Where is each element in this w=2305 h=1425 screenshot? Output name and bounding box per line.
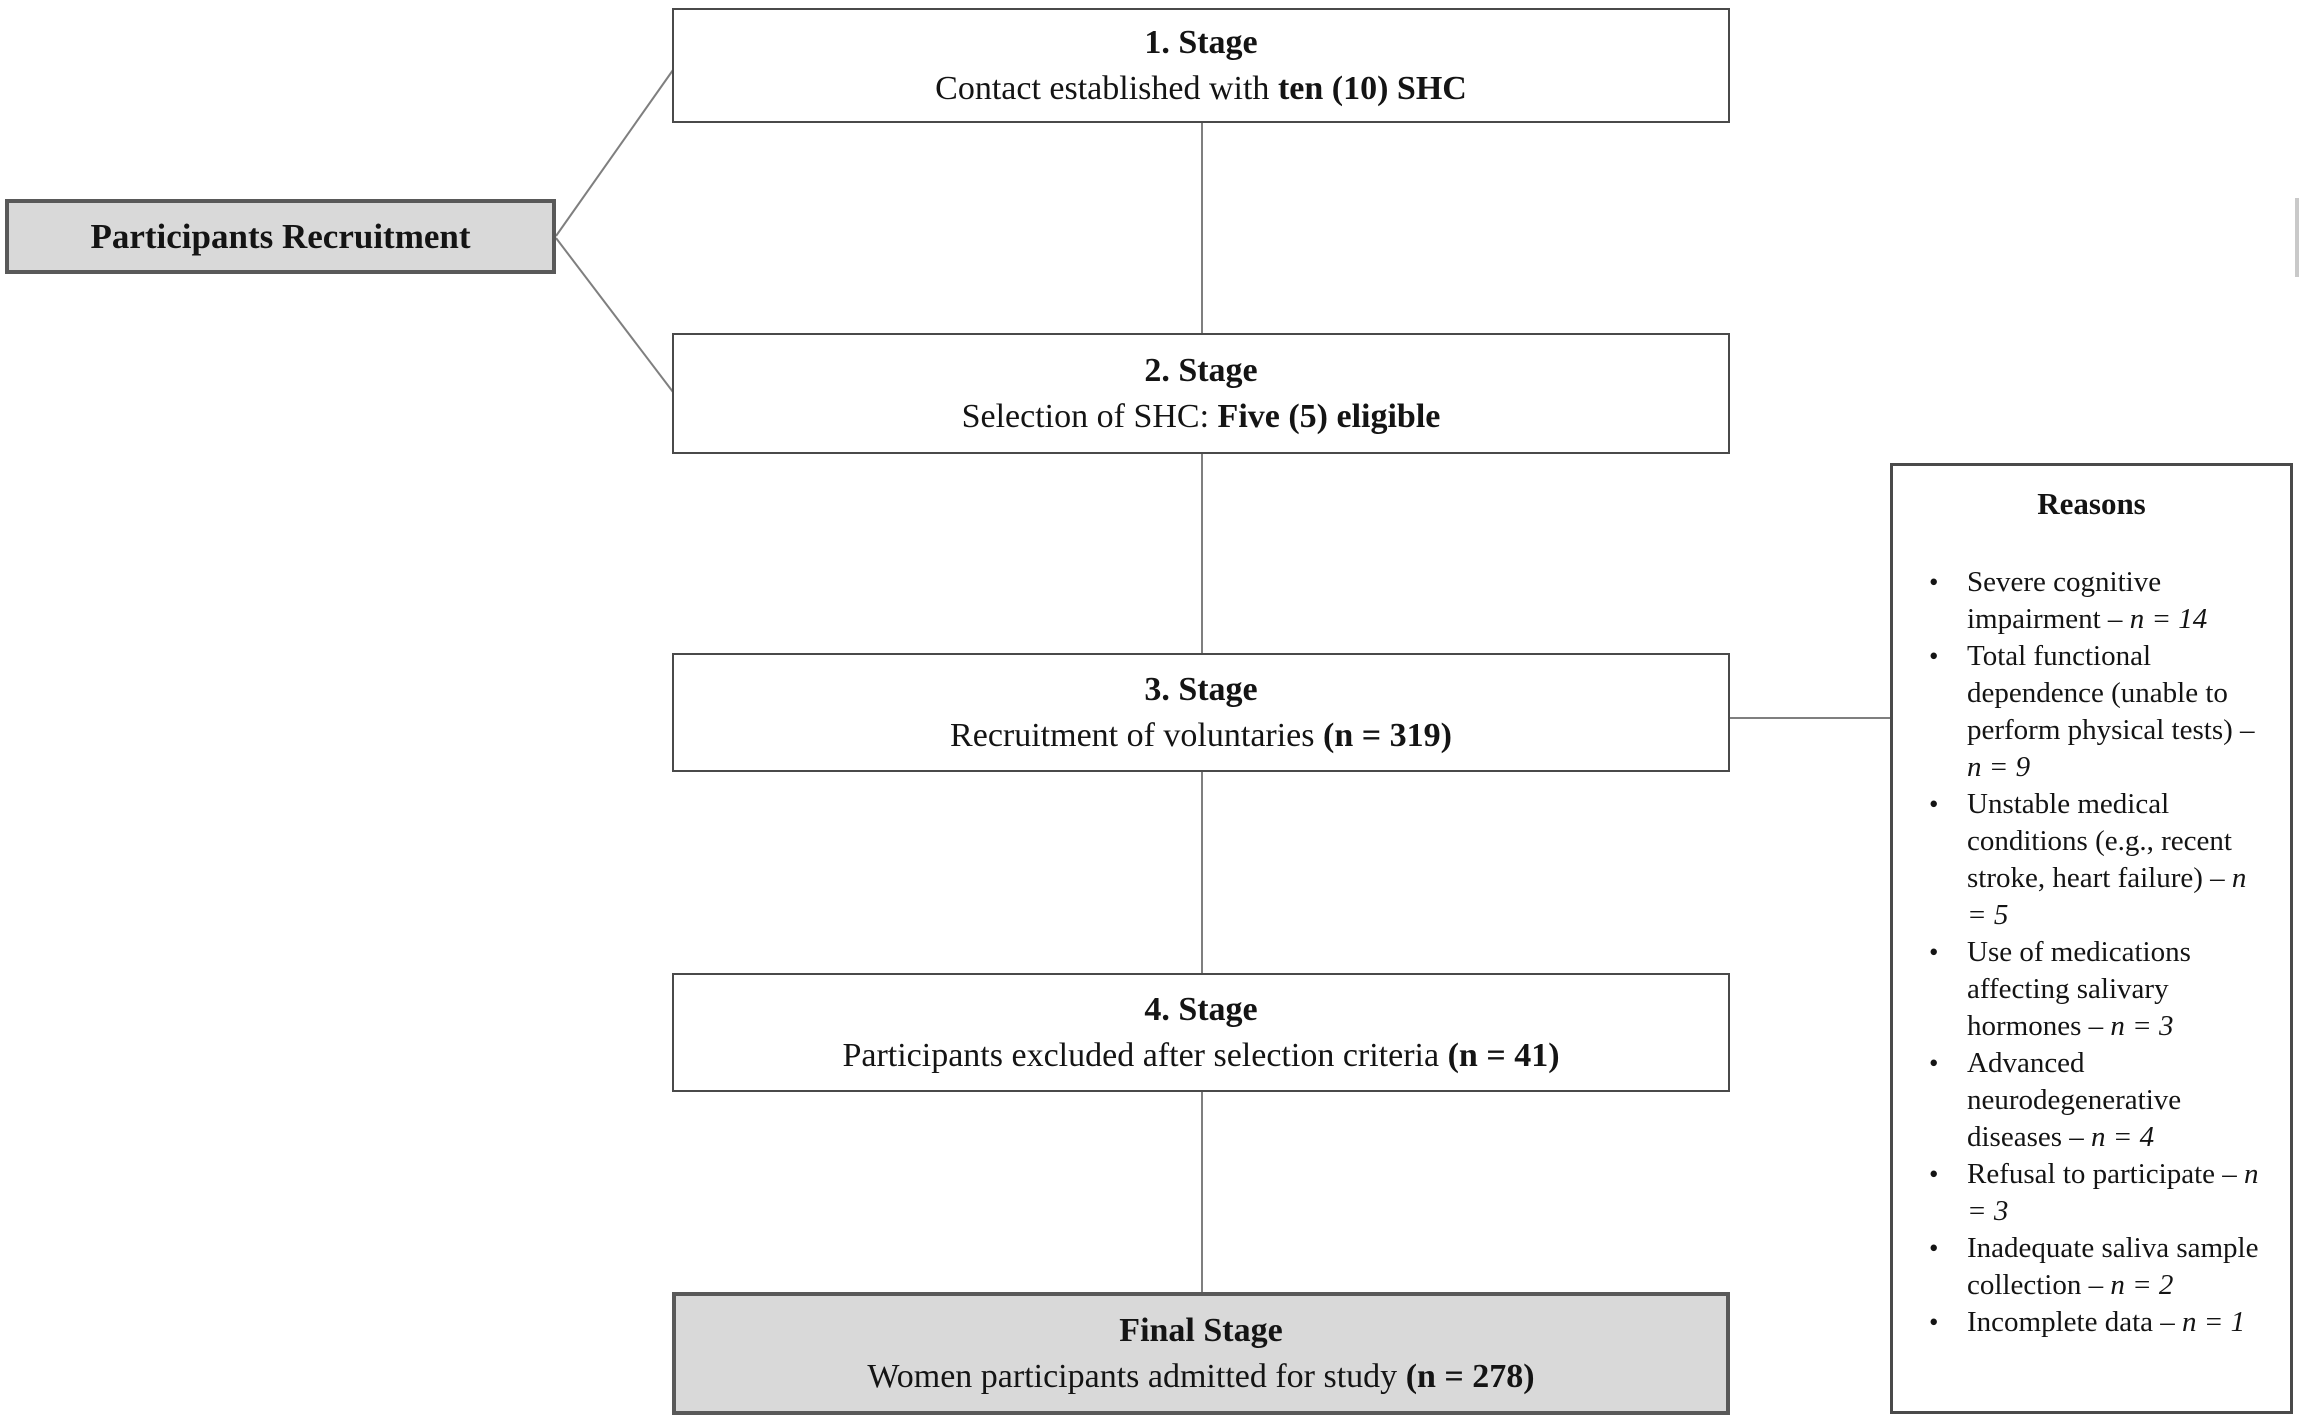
stage-4-body-text: Participants excluded after selection cr… bbox=[842, 1036, 1448, 1074]
participants-recruitment-box: Participants Recruitment bbox=[5, 199, 556, 274]
participants-recruitment-label: Participants Recruitment bbox=[90, 216, 471, 256]
reason-text: Use of medications affecting salivary ho… bbox=[1967, 936, 2191, 1042]
connector-stage1-stage2 bbox=[1201, 122, 1203, 334]
reason-item: Refusal to participate – n = 3 bbox=[1929, 1156, 2266, 1230]
connector-stage4-final bbox=[1201, 1091, 1203, 1293]
reason-text: Unstable medical conditions (e.g., recen… bbox=[1967, 788, 2232, 894]
stage-3-box: 3. Stage Recruitment of voluntaries (n =… bbox=[672, 653, 1730, 772]
stage-4-body: Participants excluded after selection cr… bbox=[842, 1033, 1559, 1079]
reason-item: Incomplete data – n = 1 bbox=[1929, 1304, 2266, 1341]
reason-count: n = 2 bbox=[2110, 1269, 2174, 1301]
stage-1-body: Contact established with ten (10) SHC bbox=[935, 66, 1467, 112]
final-stage-heading: Final Stage bbox=[1119, 1311, 1283, 1349]
connector-stage3-stage4 bbox=[1201, 771, 1203, 974]
stage-1-body-text: Contact established with bbox=[935, 69, 1278, 107]
final-stage-body-text: Women participants admitted for study bbox=[867, 1357, 1406, 1395]
reason-count: n = 3 bbox=[2110, 1010, 2174, 1042]
reason-item: Unstable medical conditions (e.g., recen… bbox=[1929, 786, 2266, 934]
reason-count: n = 9 bbox=[1967, 751, 2031, 783]
final-stage-body: Women participants admitted for study (n… bbox=[867, 1354, 1534, 1400]
stage-1-heading: 1. Stage bbox=[1144, 23, 1258, 61]
stage-4-box: 4. Stage Participants excluded after sel… bbox=[672, 973, 1730, 1092]
reason-text: Incomplete data – bbox=[1967, 1306, 2182, 1338]
stage-2-box: 2. Stage Selection of SHC: Five (5) elig… bbox=[672, 333, 1730, 454]
reasons-list: Severe cognitive impairment – n = 14 Tot… bbox=[1893, 564, 2290, 1341]
stage-2-heading: 2. Stage bbox=[1144, 351, 1258, 389]
reason-count: n = 3 bbox=[1967, 1158, 2259, 1227]
reason-item: Advanced neurodegenerative diseases – n … bbox=[1929, 1045, 2266, 1156]
reason-text: Inadequate saliva sample collection – bbox=[1967, 1232, 2259, 1301]
reason-text: Severe cognitive impairment – bbox=[1967, 566, 2162, 635]
stage-3-heading: 3. Stage bbox=[1144, 670, 1258, 708]
reason-text: Refusal to participate – bbox=[1967, 1158, 2245, 1190]
reasons-title: Reasons bbox=[2037, 486, 2146, 521]
stage-3-body-bold: (n = 319) bbox=[1323, 716, 1452, 754]
final-stage-body-bold: (n = 278) bbox=[1405, 1357, 1535, 1395]
reason-item: Inadequate saliva sample collection – n … bbox=[1929, 1230, 2266, 1304]
connector-stage3-reasons bbox=[1729, 717, 1891, 719]
reason-text: Advanced neurodegenerative diseases – bbox=[1967, 1047, 2182, 1153]
reason-text: Total functional dependence (unable to p… bbox=[1967, 640, 2255, 746]
connector-label-to-stage2 bbox=[555, 237, 674, 393]
stage-1-body-bold: ten (10) SHC bbox=[1277, 69, 1467, 107]
reason-count: n = 5 bbox=[1967, 862, 2247, 931]
stage-4-heading: 4. Stage bbox=[1144, 990, 1258, 1028]
reason-count: n = 4 bbox=[2091, 1121, 2155, 1153]
right-edge-line bbox=[2295, 198, 2299, 277]
stage-1-box: 1. Stage Contact established with ten (1… bbox=[672, 8, 1730, 123]
reason-item: Severe cognitive impairment – n = 14 bbox=[1929, 564, 2266, 638]
reason-item: Use of medications affecting salivary ho… bbox=[1929, 934, 2266, 1045]
stage-2-body-text: Selection of SHC: bbox=[961, 397, 1218, 435]
connector-label-to-stage1 bbox=[555, 69, 674, 237]
stage-4-body-bold: (n = 41) bbox=[1447, 1036, 1560, 1074]
reason-count: n = 14 bbox=[2129, 603, 2208, 635]
stage-3-body: Recruitment of voluntaries (n = 319) bbox=[950, 713, 1452, 759]
connector-stage2-stage3 bbox=[1201, 453, 1203, 654]
reason-count: n = 1 bbox=[2182, 1306, 2246, 1338]
reasons-box: Reasons Severe cognitive impairment – n … bbox=[1890, 463, 2293, 1414]
stage-3-body-text: Recruitment of voluntaries bbox=[950, 716, 1324, 754]
stage-2-body: Selection of SHC: Five (5) eligible bbox=[962, 394, 1441, 440]
final-stage-box: Final Stage Women participants admitted … bbox=[672, 1292, 1730, 1415]
stage-2-body-bold: Five (5) eligible bbox=[1217, 397, 1441, 435]
reason-item: Total functional dependence (unable to p… bbox=[1929, 638, 2266, 786]
